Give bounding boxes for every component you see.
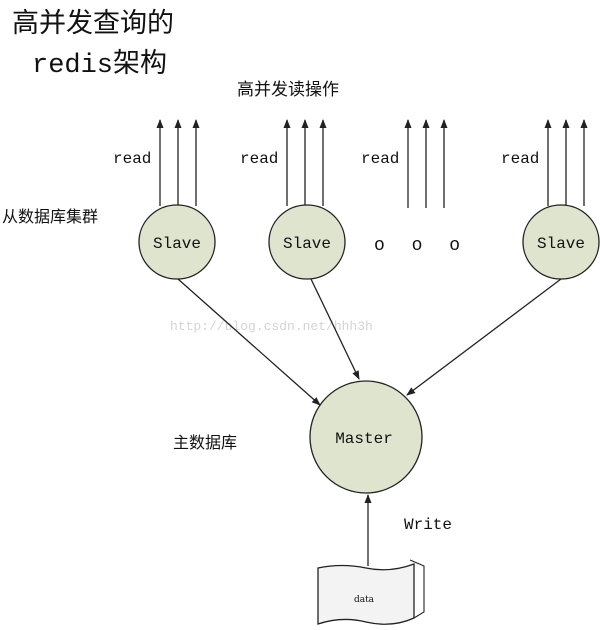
read-label-1: read — [113, 150, 151, 168]
read-label-3: read — [361, 150, 399, 168]
master-node: Master — [309, 380, 423, 494]
replication-arrows — [177, 278, 562, 406]
data-label: data — [354, 595, 375, 605]
slave-node-1: Slave — [138, 204, 216, 280]
data-document-icon: data — [317, 559, 425, 625]
read-arrows-slave-3 — [544, 119, 588, 206]
read-label-4: read — [501, 150, 539, 168]
slave-node-3-label: Slave — [537, 235, 585, 253]
slave-node-2-label: Slave — [283, 235, 331, 253]
slave-node-1-label: Slave — [153, 235, 201, 253]
title-line-2: redis架构 — [32, 48, 167, 81]
watermark: http://blog.csdn.net/hhh3h — [170, 319, 373, 334]
read-label-2: read — [240, 150, 278, 168]
read-arrows-ellipsis — [404, 119, 448, 208]
read-arrows-slave-1 — [156, 119, 200, 206]
read-ops-label: 高并发读操作 — [237, 80, 339, 100]
master-db-label: 主数据库 — [173, 433, 237, 452]
write-label: Write — [404, 516, 452, 534]
read-arrows-slave-2 — [283, 119, 327, 206]
master-node-label: Master — [335, 430, 393, 448]
ellipsis-dots: o o o — [374, 236, 468, 256]
slave-node-3: Slave — [522, 204, 600, 280]
title-line-1: 高并发查询的 — [12, 8, 174, 39]
slave-node-2: Slave — [268, 204, 346, 280]
slave-cluster-label: 从数据库集群 — [2, 207, 98, 226]
